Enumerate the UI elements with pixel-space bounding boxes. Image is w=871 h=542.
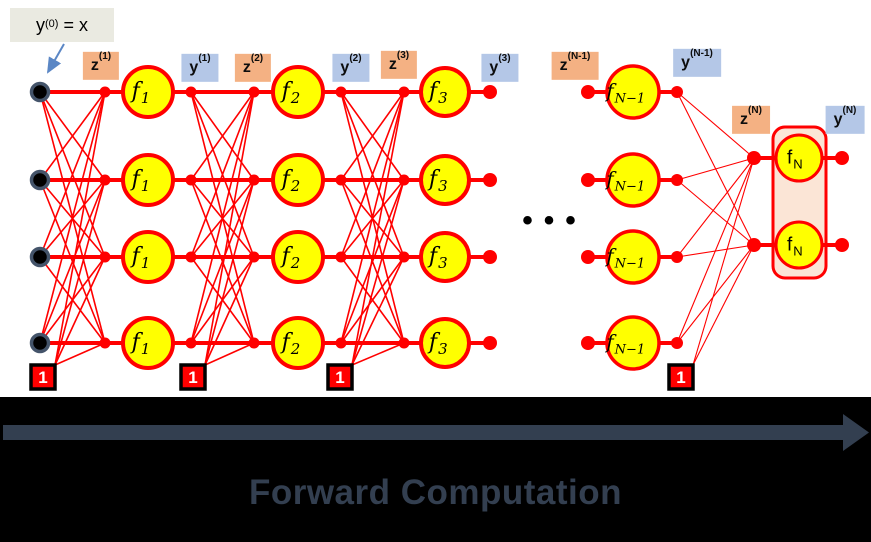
layer-label-y2: y(2) [332,53,370,83]
fN-node-circle [774,220,824,270]
fN-1-node-circle [605,152,661,208]
layer-label-z2: z(2) [234,53,272,83]
bias-box [179,363,207,391]
connections-yn1-zn [676,91,755,344]
footer-title: Forward Computation [248,473,623,512]
layer-label-zN: z(N) [732,105,770,135]
input-node [29,169,51,191]
bias-box [29,363,57,391]
f1-node-circle [121,316,175,370]
ellipsis-dots: ••• [522,204,587,237]
fN-1-node-circle [605,64,661,120]
f2-node-circle [271,316,325,370]
layer-fN-1-nodes: fN−1fN−1fN−1fN−1 [604,64,661,371]
bias-node: 1 [326,363,354,391]
bias-label: 1 [188,368,197,387]
fN-node-label: fN [787,234,803,258]
layer-label-zN-1: z(N-1) [551,51,599,81]
callout-base: y [36,14,46,35]
input-nodes [29,81,51,354]
junction-dots [99,85,849,350]
input-node [29,81,51,103]
input-callout: y(0) = x [10,8,114,42]
f3-node-circle [419,317,471,369]
callout-arrow [47,43,65,74]
connections-y2-z3 [340,91,405,344]
bias-connections [692,157,755,366]
layer-label-z3: z(3) [380,50,418,80]
f3-node-circle [419,154,471,206]
layer-label-y1: y(1) [181,53,219,83]
f3-node-circle [419,231,471,283]
bias-box [667,363,695,391]
bias-connections [204,91,255,366]
signal-lines [40,90,842,345]
callout-rest: = x [63,14,88,35]
fN-node-label: fN [787,147,803,171]
input-node [29,332,51,354]
bias-node: 1 [29,363,57,391]
forward-arrow [3,414,869,451]
bias-node: 1 [179,363,207,391]
fN-1-node-circle [605,229,661,285]
footer-band: Forward Computation [0,397,871,542]
layer-label-z1: z(1) [82,51,120,81]
layer-label-yN: y(N) [825,105,865,135]
f1-node-circle [121,65,175,119]
bias-label: 1 [676,368,685,387]
layer-fN-nodes: fN fN [774,133,824,270]
bias-connections [351,91,405,366]
input-node [29,246,51,268]
callout-sup: (0) [45,18,59,30]
bias-label: 1 [38,368,47,387]
f3-node-circle [419,66,471,118]
f2-node-circle [271,230,325,284]
f1-node-circle [121,230,175,284]
f2-node-circle [271,65,325,119]
f1-node-circle [121,153,175,207]
layer-label-y3: y(3) [481,53,519,83]
layer-label-yN-1: y(N-1) [673,48,721,78]
forward-arrow-shaft [3,425,843,440]
fN-1-node-circle [605,315,661,371]
bias-connections [54,91,106,366]
bias-box [326,363,354,391]
forward-arrow-head [843,414,869,451]
bias-label: 1 [335,368,344,387]
bias-node: 1 [667,363,695,391]
fN-node-circle [774,133,824,183]
f2-node-circle [271,153,325,207]
